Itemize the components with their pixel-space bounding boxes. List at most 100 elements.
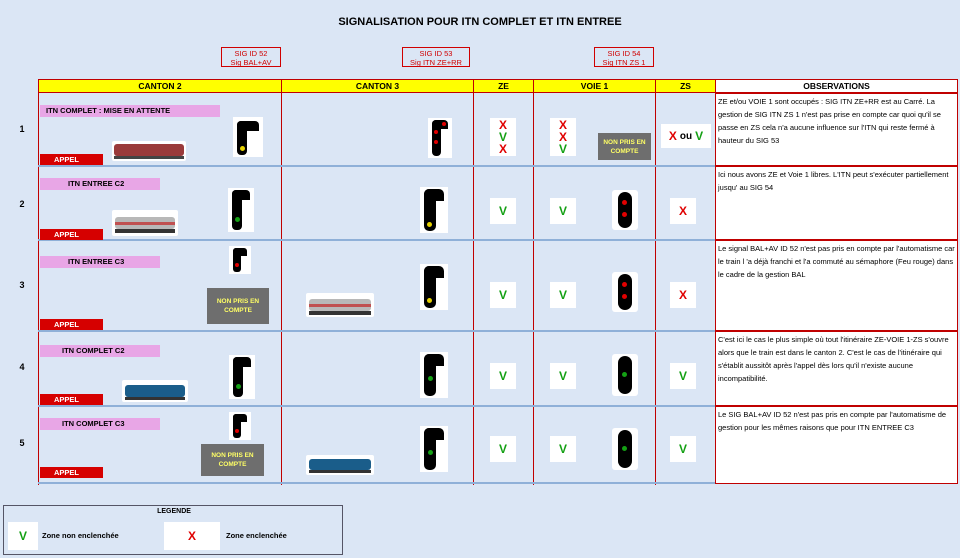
signal-itn-ze-rr-53: [420, 187, 448, 233]
signal-itn-zs-54: [612, 428, 638, 470]
ze-cell: V: [490, 198, 516, 224]
grid-line: [281, 93, 282, 485]
train-image: [112, 210, 178, 236]
voie-status: V: [558, 142, 567, 156]
zs-status: V: [678, 442, 687, 456]
voie-status: X: [558, 118, 567, 132]
signal-itn-ze-rr-53: [428, 118, 452, 158]
zs-or-text: ou: [679, 130, 693, 142]
observation-text: ZE et/ou VOIE 1 sont occupés : SIG ITN Z…: [715, 93, 958, 166]
row-label: ITN COMPLET C3: [40, 418, 160, 430]
train-bogie: [309, 470, 371, 473]
sig-id-54-line2: Sig ITN ZS 1: [602, 58, 646, 67]
yellow-light-icon: [240, 146, 245, 151]
header-observations: OBSERVATIONS: [715, 79, 958, 93]
ze-status: V: [498, 130, 507, 144]
row-label: ITN ENTREE C3: [40, 256, 160, 268]
appel-button[interactable]: APPEL: [40, 394, 103, 405]
zs-cell: X: [670, 282, 696, 308]
header-zs: ZS: [655, 79, 716, 93]
row-label: ITN COMPLET C2: [40, 345, 160, 357]
legend-x-symbol: X: [187, 529, 196, 543]
sig-id-53-box: SIG ID 53 Sig ITN ZE+RR: [402, 47, 470, 67]
train-stripe: [309, 304, 371, 307]
sig-id-53-line1: SIG ID 53: [419, 49, 453, 58]
zs-cell: X ou V: [661, 124, 711, 148]
zs-status: X: [678, 204, 687, 218]
locomotive-icon: [309, 459, 371, 470]
legend-v-symbol: V: [18, 529, 27, 543]
ze-cell: V: [490, 436, 516, 462]
red-light-icon: [622, 200, 627, 205]
page-title: SIGNALISATION POUR ITN COMPLET ET ITN EN…: [338, 16, 622, 28]
red-light-icon: [622, 282, 627, 287]
voie-cell: V: [550, 363, 576, 389]
observation-text: C'est ici le cas le plus simple où tout …: [715, 331, 958, 406]
train-image: [306, 455, 374, 475]
header-canton2: CANTON 2: [38, 79, 282, 93]
sig-id-53-line2: Sig ITN ZE+RR: [410, 58, 462, 67]
legend-x-label: Zone enclenchée: [226, 531, 287, 540]
green-light-icon: [236, 384, 241, 389]
grid-line: [655, 93, 656, 485]
signal-head-body: [424, 189, 436, 231]
signal-itn-zs-54: [612, 272, 638, 312]
signal-head-body: [432, 120, 441, 156]
sig-id-52-line2: Sig BAL+AV: [230, 58, 272, 67]
signal-head-body: [424, 354, 436, 396]
voie-status: V: [558, 204, 567, 218]
row-separator: [38, 482, 715, 484]
ze-status: V: [498, 204, 507, 218]
observation-text: Ici nous avons ZE et Voie 1 libres. L'IT…: [715, 166, 958, 240]
signal-head-body: [233, 357, 243, 397]
row-number: 5: [19, 438, 25, 448]
signal-head-body: [424, 266, 436, 308]
appel-button[interactable]: APPEL: [40, 467, 103, 478]
appel-button[interactable]: APPEL: [40, 319, 103, 330]
green-light-icon: [235, 217, 240, 222]
row-number: 1: [19, 124, 25, 134]
row-separator: [38, 239, 715, 241]
red-light-icon: [434, 130, 438, 134]
zs-cell: V: [670, 363, 696, 389]
appel-button[interactable]: APPEL: [40, 154, 103, 165]
signal-head-body: [237, 121, 247, 155]
zs-cell: X: [670, 198, 696, 224]
red-light-icon: [442, 122, 446, 126]
signal-head-body: [618, 274, 632, 310]
signal-itn-ze-rr-53: [420, 426, 448, 472]
appel-button[interactable]: APPEL: [40, 229, 103, 240]
sig-id-52-line1: SIG ID 52: [234, 49, 268, 58]
yellow-light-icon: [427, 222, 432, 227]
signal-head-body: [233, 414, 241, 438]
voie-cell: X X V: [550, 118, 576, 156]
row-separator: [38, 330, 715, 332]
yellow-light-icon: [427, 298, 432, 303]
header-voie1: VOIE 1: [533, 79, 656, 93]
row-label: ITN COMPLET : MISE EN ATTENTE: [40, 105, 220, 117]
legend: LEGENDE V Zone non enclenchée X Zone enc…: [3, 505, 343, 555]
train-image: [306, 293, 374, 317]
signal-head-top: [237, 121, 259, 131]
signal-itn-ze-rr-53: [420, 352, 448, 398]
legend-x-swatch: X: [164, 522, 220, 550]
red-light-icon: [235, 429, 239, 433]
sig-id-54-box: SIG ID 54 Sig ITN ZS 1: [594, 47, 654, 67]
ze-cell: X V X: [490, 118, 516, 156]
locomotive-icon: [125, 385, 185, 397]
green-light-icon: [622, 446, 627, 451]
red-light-icon: [622, 294, 627, 299]
voie-status: X: [558, 130, 567, 144]
voie-cell: V: [550, 282, 576, 308]
observation-text: Le signal BAL+AV ID 52 n'est pas pris en…: [715, 240, 958, 331]
train-image: [112, 141, 186, 161]
ze-status: V: [498, 369, 507, 383]
signal-head-body: [424, 428, 436, 470]
zs-status: X: [668, 129, 677, 143]
grid-line: [473, 93, 474, 485]
red-light-icon: [434, 140, 438, 144]
railcar-icon: [114, 144, 184, 156]
ze-status: V: [498, 288, 507, 302]
signal-bal-av-52: [229, 355, 255, 399]
header-canton3: CANTON 3: [281, 79, 474, 93]
